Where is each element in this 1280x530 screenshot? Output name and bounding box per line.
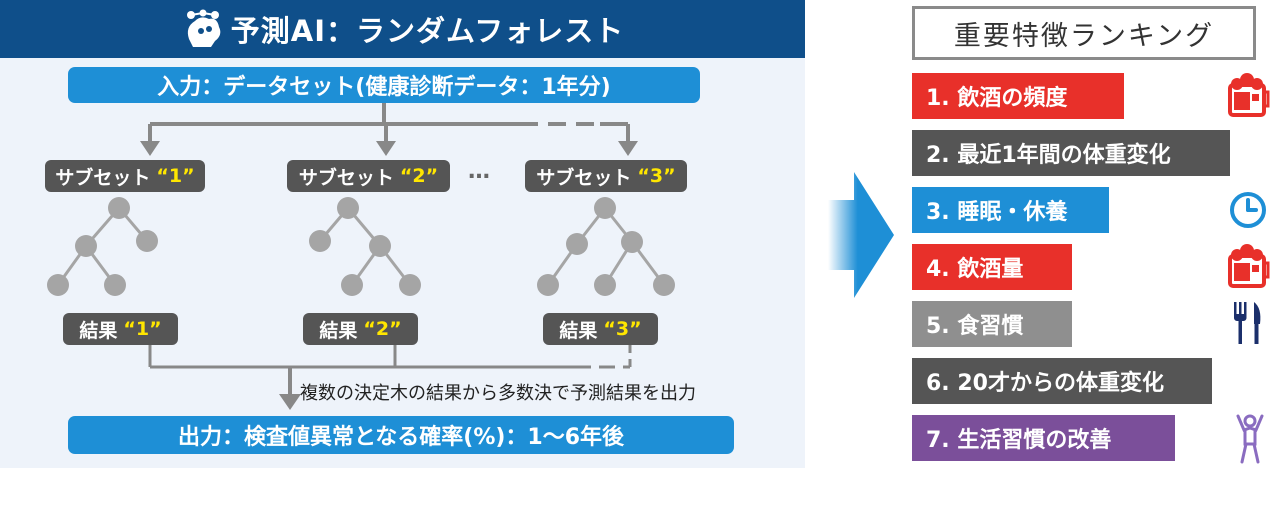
ranking-item-5: 5. 食習慣: [912, 301, 1072, 347]
ai-brain-icon: [186, 9, 221, 47]
output-probability-label: 出力：検査値異常となる確率(%)：1～6年後: [68, 416, 734, 454]
clock-icon: [1230, 192, 1266, 228]
subset-3: サブセット“3”: [525, 160, 687, 192]
result-connectors: [148, 345, 632, 395]
ranking-item-6: 6. 20才からの体重変化: [912, 358, 1212, 404]
majority-vote-note: 複数の決定木の結果から多数決で予測結果を出力: [300, 383, 696, 404]
output-arrowhead: [279, 394, 301, 410]
ranking-item-1: 1. 飲酒の頻度: [912, 73, 1124, 119]
input-arrowheads: [140, 141, 638, 156]
drink-icon: [1228, 73, 1270, 117]
cutlery-icon: [1234, 302, 1261, 344]
ellipsis: …: [468, 159, 492, 184]
ranking-item-3: 3. 睡眠・休養: [912, 187, 1109, 233]
ranking-item-7: 7. 生活習慣の改善: [912, 415, 1175, 461]
panel-title-bar: 予測AI：ランダムフォレスト: [0, 0, 805, 58]
ranking-item-4: 4. 飲酒量: [912, 244, 1072, 290]
result-3: 結果“3”: [543, 313, 658, 345]
ranking-title: 重要特徴ランキング: [912, 6, 1256, 60]
decision-tree-3: [537, 197, 675, 296]
ranking-item-2: 2. 最近1年間の体重変化: [912, 130, 1230, 176]
random-forest-diagram: [47, 103, 675, 410]
decision-tree-1: [47, 197, 158, 296]
drink-icon: [1228, 244, 1270, 288]
result-2: 結果“2”: [303, 313, 418, 345]
exercise-icon: [1236, 414, 1264, 464]
panel-title: 予測AI：ランダムフォレスト: [230, 14, 625, 48]
subset-1: サブセット“1”: [45, 160, 205, 192]
subset-2: サブセット“2”: [287, 160, 450, 192]
decision-tree-2: [309, 197, 421, 296]
result-1: 結果“1”: [63, 313, 178, 345]
input-connectors: [148, 103, 630, 142]
big-right-arrow-icon: [828, 172, 894, 298]
input-dataset-label: 入力：データセット(健康診断データ：1年分): [68, 67, 700, 103]
